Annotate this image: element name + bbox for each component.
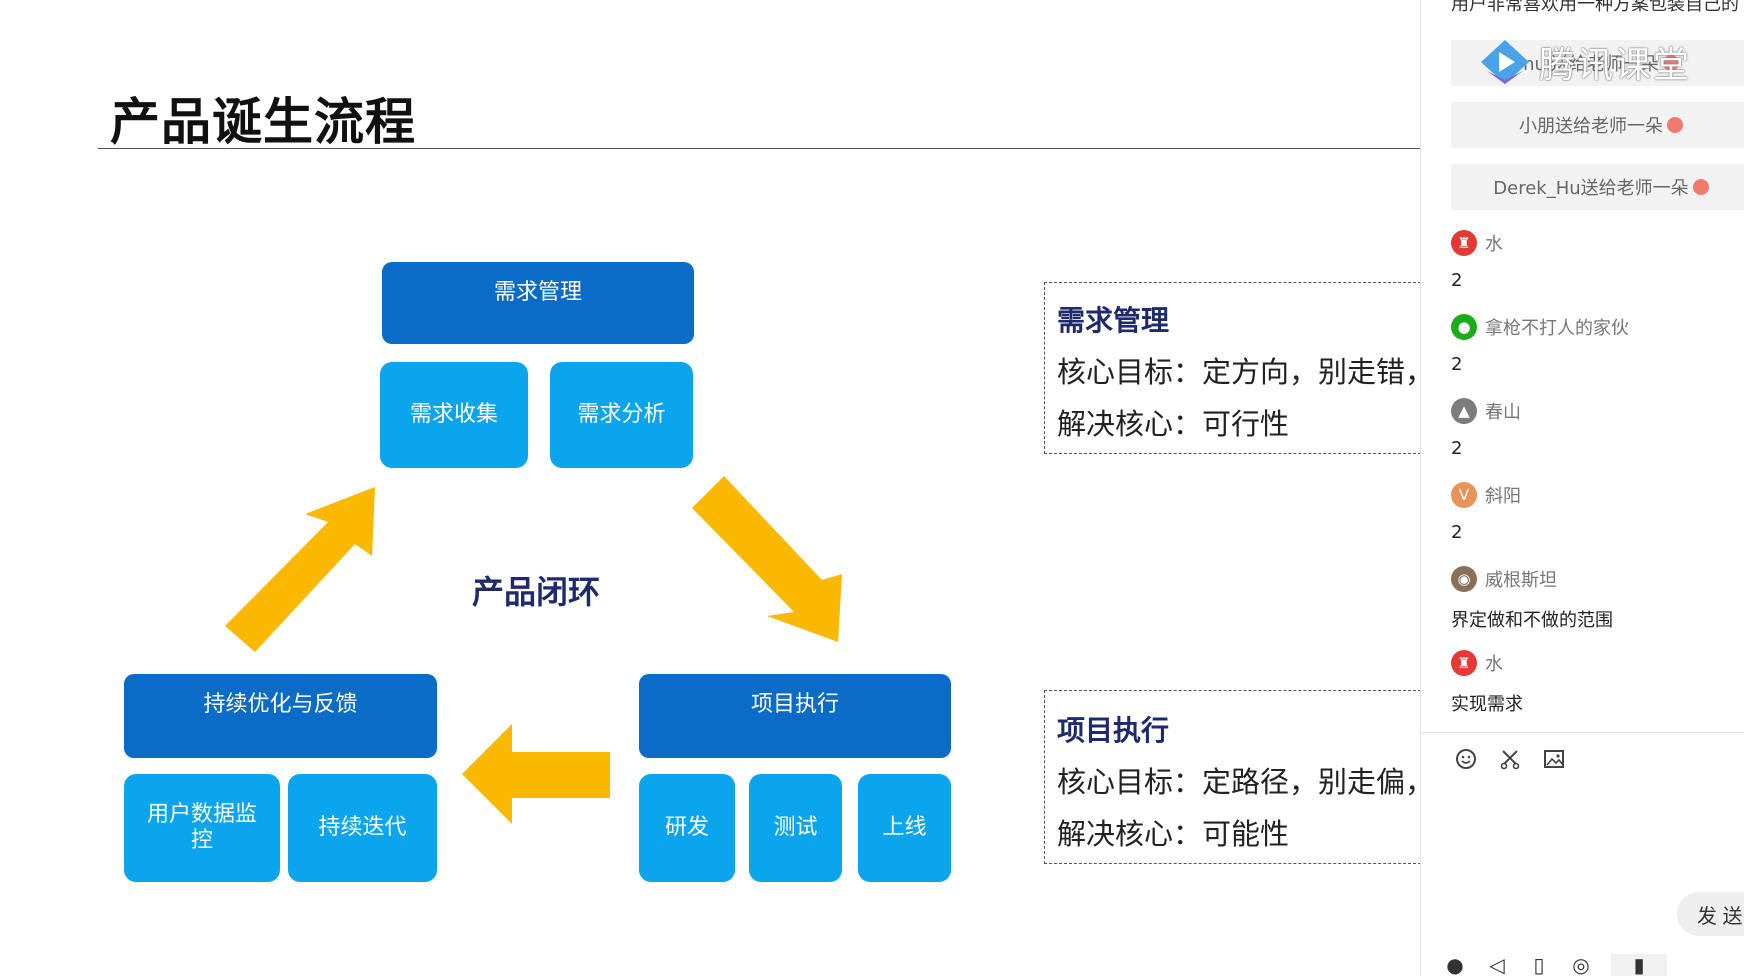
execution-header-label: 项目执行 xyxy=(750,692,839,717)
test-box: 测试 xyxy=(749,774,842,882)
dev-box: 研发 xyxy=(639,774,735,882)
chat-message-text: 实现需求 xyxy=(1451,694,1523,715)
username-text: 水 xyxy=(1485,654,1503,675)
info-box-solve: 解决核心：可行性 xyxy=(1057,407,1290,441)
chat-username: ♜ 水 xyxy=(1451,650,1503,676)
wechat-avatar-icon: ● xyxy=(1451,314,1477,340)
chat-partial-message: 用户非常喜欢用一种方案包装自己的 xyxy=(1451,0,1739,15)
demand-header-label: 需求管理 xyxy=(493,280,582,305)
chat-message-text: 2 xyxy=(1451,270,1463,291)
watermark-text: 腾讯课堂 xyxy=(1539,45,1692,86)
gift-text: 小朋送给老师一朵 xyxy=(1519,116,1663,137)
landscape-avatar-icon: ▲ xyxy=(1451,398,1477,424)
chat-message-text: 界定做和不做的范围 xyxy=(1451,610,1613,631)
user-data-label: 用户数据监控 xyxy=(146,802,257,853)
user-data-box: 用户数据监控 xyxy=(124,774,280,882)
flower-icon xyxy=(1662,55,1679,71)
info-box-solve: 解决核心：可能性 xyxy=(1057,817,1290,851)
arrow-up-right-icon xyxy=(225,487,375,652)
iteration-box: 持续迭代 xyxy=(288,774,437,882)
username-text: 斜阳 xyxy=(1485,486,1521,507)
slide-title: 产品诞生流程 xyxy=(110,93,416,151)
mario-avatar-icon: ♜ xyxy=(1451,230,1477,256)
arrow-down-right-icon xyxy=(692,476,842,642)
gift-text: nui送给老师一朵 xyxy=(1523,54,1659,75)
info-box-execution: 项目执行 核心目标：定路径，别走偏， 解决核心：可能性 xyxy=(1044,690,1420,864)
info-box-title: 项目执行 xyxy=(1057,714,1170,747)
flower-icon xyxy=(1667,117,1683,133)
execution-header-box: 项目执行 xyxy=(639,674,951,758)
letter-avatar-icon: V xyxy=(1451,482,1477,508)
title-divider xyxy=(98,148,1420,149)
optimize-header-box: 持续优化与反馈 xyxy=(124,674,437,758)
demand-collect-box: 需求收集 xyxy=(380,362,528,468)
demand-analysis-box: 需求分析 xyxy=(550,362,693,468)
microphone-icon[interactable]: ● xyxy=(1446,953,1464,976)
test-label: 测试 xyxy=(773,815,818,840)
flower-icon xyxy=(1692,179,1709,195)
scissors-icon[interactable] xyxy=(1497,746,1523,772)
emoji-icon[interactable] xyxy=(1453,746,1479,772)
chat-message-text: 2 xyxy=(1451,438,1463,459)
iteration-label: 持续迭代 xyxy=(318,815,407,840)
info-box-goal: 核心目标：定路径，别走偏， xyxy=(1057,765,1420,799)
stats-icon[interactable]: ▮ xyxy=(1611,953,1667,976)
tencent-classroom-watermark: 腾讯课堂 xyxy=(1477,36,1691,88)
chat-username: V 斜阳 xyxy=(1451,482,1521,508)
username-text: 拿枪不打人的家伙 xyxy=(1485,318,1629,339)
bookmark-icon[interactable]: ▯ xyxy=(1533,953,1545,976)
dev-label: 研发 xyxy=(664,815,709,840)
chat-username: ♜ 水 xyxy=(1451,230,1503,256)
chat-message-text: 2 xyxy=(1451,522,1463,543)
location-icon[interactable]: ◎ xyxy=(1572,953,1590,976)
play-logo-icon xyxy=(1481,40,1529,84)
gift-notice: Derek_Hu送给老师一朵 xyxy=(1451,164,1744,210)
gift-notice: 小朋送给老师一朵 xyxy=(1451,102,1744,148)
chat-message-text: 2 xyxy=(1451,354,1463,375)
optimize-header-label: 持续优化与反馈 xyxy=(203,692,358,717)
launch-label: 上线 xyxy=(882,815,927,840)
launch-box: 上线 xyxy=(858,774,951,882)
gift-text: Derek_Hu送给老师一朵 xyxy=(1493,178,1689,199)
image-icon[interactable] xyxy=(1541,746,1567,772)
chat-panel: 用户非常喜欢用一种方案包装自己的 nui送给老师一朵 腾讯课堂 小朋送给老师一朵… xyxy=(1420,0,1744,976)
demand-analysis-label: 需求分析 xyxy=(577,402,666,427)
demand-collect-label: 需求收集 xyxy=(409,402,498,427)
info-box-goal: 核心目标：定方向，别走错， xyxy=(1057,355,1420,389)
username-text: 水 xyxy=(1485,234,1503,255)
chat-username: ◉ 威根斯坦 xyxy=(1451,566,1557,592)
slide-canvas: 产品诞生流程 需求管理 需求收集 需求分析 项目执行 研发 测试 上线 持续优化… xyxy=(98,93,1420,882)
username-text: 春山 xyxy=(1485,402,1521,423)
chat-username: ● 拿枪不打人的家伙 xyxy=(1451,314,1629,340)
info-box-demand: 需求管理 核心目标：定方向，别走错， 解决核心：可行性 xyxy=(1044,282,1420,454)
speaker-icon[interactable]: ◁ xyxy=(1489,953,1505,976)
username-text: 威根斯坦 xyxy=(1485,570,1557,591)
photo-avatar-icon: ◉ xyxy=(1451,566,1477,592)
info-box-title: 需求管理 xyxy=(1057,304,1170,337)
chat-username: ▲ 春山 xyxy=(1451,398,1521,424)
closed-loop-label: 产品闭环 xyxy=(472,573,601,611)
chat-input-divider xyxy=(1421,732,1744,733)
mario-avatar-icon: ♜ xyxy=(1451,650,1477,676)
demand-header-box: 需求管理 xyxy=(382,262,694,344)
arrow-left-icon xyxy=(462,724,610,824)
send-button[interactable]: 发 送 xyxy=(1677,892,1744,936)
